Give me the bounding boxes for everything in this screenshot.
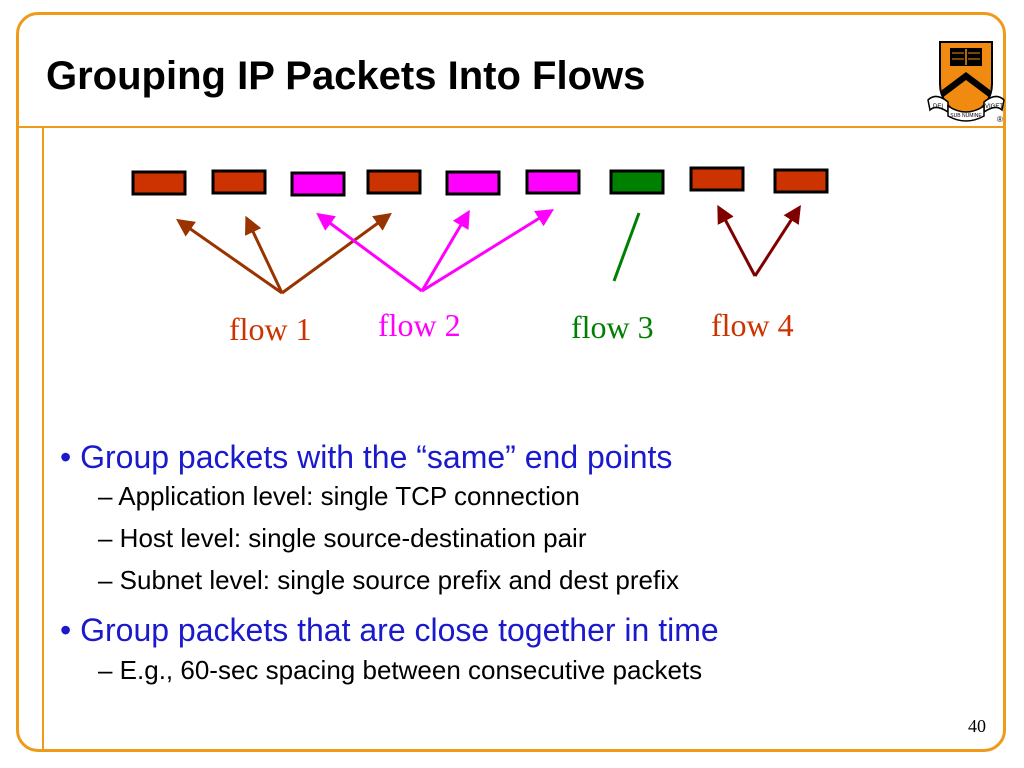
- packet-7-flow-3: [609, 169, 665, 195]
- logo-motto-center: SUB NUMINE: [950, 113, 982, 119]
- princeton-shield-icon: DEI SUB NUMINE VIGET ®: [926, 34, 1006, 126]
- flow-2-arrow-2: [420, 209, 470, 292]
- flow-1-arrow-2: [245, 215, 284, 294]
- flow-4-arrow-1: [717, 204, 757, 277]
- packet-6-flow-2: [525, 169, 581, 195]
- flow-3-label: flow 3: [571, 309, 654, 345]
- sub-bullet-subnet: – Subnet level: single source prefix and…: [98, 564, 680, 595]
- left-margin-rule: [42, 126, 44, 752]
- slide-frame: [16, 12, 1006, 752]
- packet-5-flow-2: [445, 170, 501, 196]
- flow-2-arrow-3: [421, 209, 555, 293]
- slide-title: Grouping IP Packets Into Flows: [46, 54, 646, 98]
- logo-registered-mark: ®: [997, 115, 1003, 124]
- page-number: 40: [968, 716, 986, 736]
- sub-bullet-spacing: – E.g., 60-sec spacing between consecuti…: [98, 654, 703, 685]
- flow-diagram-canvas: [131, 166, 829, 295]
- packet-3-flow-2: [290, 171, 346, 197]
- flow-4-label: flow 4: [711, 307, 794, 343]
- flow-3-arrow-1: [612, 212, 641, 282]
- sub-bullet-host: – Host level: single source-destination …: [98, 522, 587, 553]
- packet-8-flow-4: [689, 166, 745, 192]
- flow-2-label: flow 2: [378, 307, 461, 343]
- packet-9-flow-4: [773, 168, 829, 194]
- flow-1-arrow-1: [176, 218, 283, 295]
- logo-motto-right: VIGET: [985, 104, 1003, 110]
- flow-1-arrow-3: [281, 212, 392, 295]
- sub-bullet-application: – Application level: single TCP connecti…: [98, 481, 580, 512]
- bullet-time: • Group packets that are close together …: [60, 612, 719, 649]
- title-divider: [17, 126, 1005, 128]
- flow-diagram: flow 1 flow 2 flow 3 flow 4: [131, 166, 829, 347]
- flow-2-arrow-1: [316, 212, 423, 293]
- packet-1-flow-1: [131, 170, 187, 196]
- bullet-list: • Group packets with the “same” end poin…: [60, 438, 960, 691]
- flow-1-label: flow 1: [229, 311, 312, 347]
- bullet-endpoints: • Group packets with the “same” end poin…: [60, 439, 673, 475]
- logo-motto-left: DEI: [933, 104, 943, 110]
- flow-4-arrow-2: [753, 204, 801, 277]
- packet-2-flow-1: [211, 169, 267, 195]
- packet-4-flow-1: [366, 169, 422, 195]
